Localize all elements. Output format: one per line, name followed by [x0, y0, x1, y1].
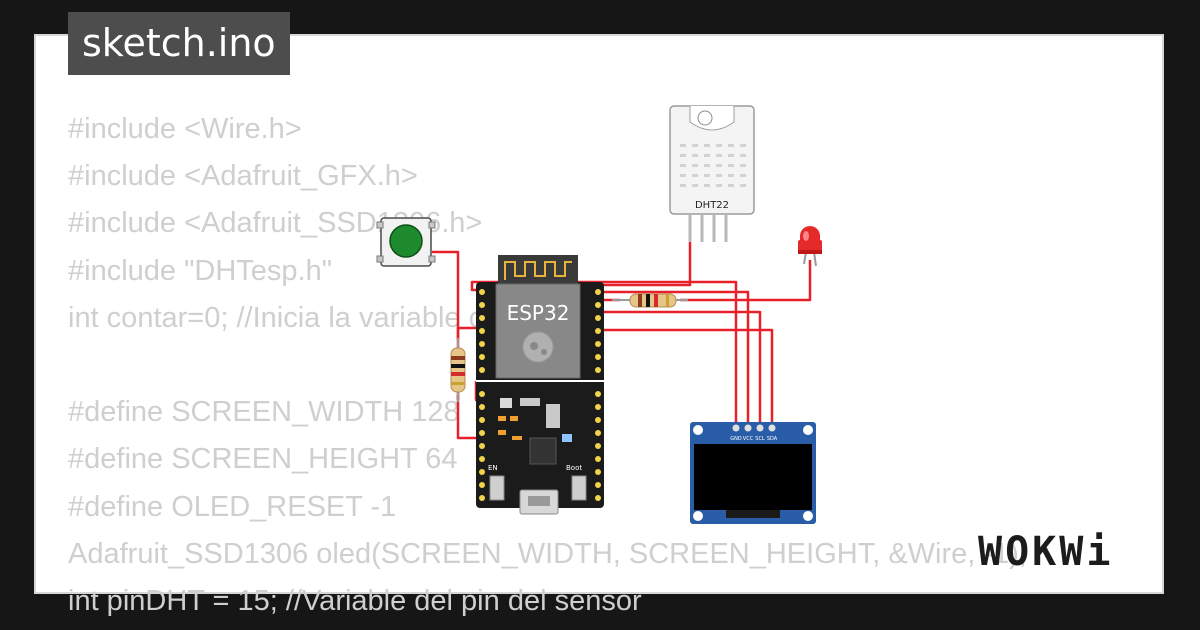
- en-label: EN: [488, 464, 498, 472]
- wire-oled-vcc: [596, 290, 750, 425]
- red-led: [798, 226, 822, 267]
- resistor-horizontal: [612, 293, 688, 308]
- oled-pin-vcc: VCC: [743, 436, 754, 442]
- right-pins: [595, 289, 601, 501]
- oled-pin-sda: SDA: [767, 436, 778, 442]
- code-line: Adafruit_SSD1306 oled(SCREEN_WIDTH, SCRE…: [68, 537, 1027, 570]
- oled-pin-gnd: GND: [730, 436, 742, 442]
- code-line: #define SCREEN_HEIGHT 64: [68, 443, 458, 476]
- code-line: #include <Adafruit_GFX.h>: [68, 160, 418, 193]
- esp32-board: ESP32: [476, 255, 604, 515]
- code-preview: #include <Wire.h> #include <Adafruit_GFX.…: [68, 106, 1027, 625]
- wire-oled-scl: [596, 310, 762, 425]
- oled-display: GND VCC SCL SDA: [690, 422, 816, 524]
- wire-oled-sda: [596, 328, 774, 425]
- wire-resistor-left: [456, 326, 476, 340]
- code-line: #define OLED_RESET -1: [68, 490, 397, 523]
- wire-button: [432, 250, 478, 440]
- push-button: [376, 217, 436, 267]
- boot-label: Boot: [566, 464, 582, 472]
- code-line: #include "DHTesp.h": [68, 254, 333, 287]
- code-line: int pinDHT = 15; //Variable del pin del …: [68, 584, 642, 617]
- esp32-label: ESP32: [507, 301, 570, 325]
- code-line: #include <Wire.h>: [68, 113, 302, 145]
- wire-dht-data: [596, 240, 692, 287]
- code-line: #define SCREEN_WIDTH 128: [68, 396, 460, 429]
- left-pins: [479, 289, 485, 501]
- dht22-label: DHT22: [695, 200, 729, 211]
- file-tab: sketch.ino: [68, 12, 290, 75]
- resistor-vertical: [450, 338, 466, 402]
- wire-led: [680, 260, 812, 302]
- dht22-sensor: DHT22: [669, 105, 755, 242]
- oled-pin-scl: SCL: [755, 436, 765, 442]
- wokwi-logo: WOKWi: [978, 529, 1114, 575]
